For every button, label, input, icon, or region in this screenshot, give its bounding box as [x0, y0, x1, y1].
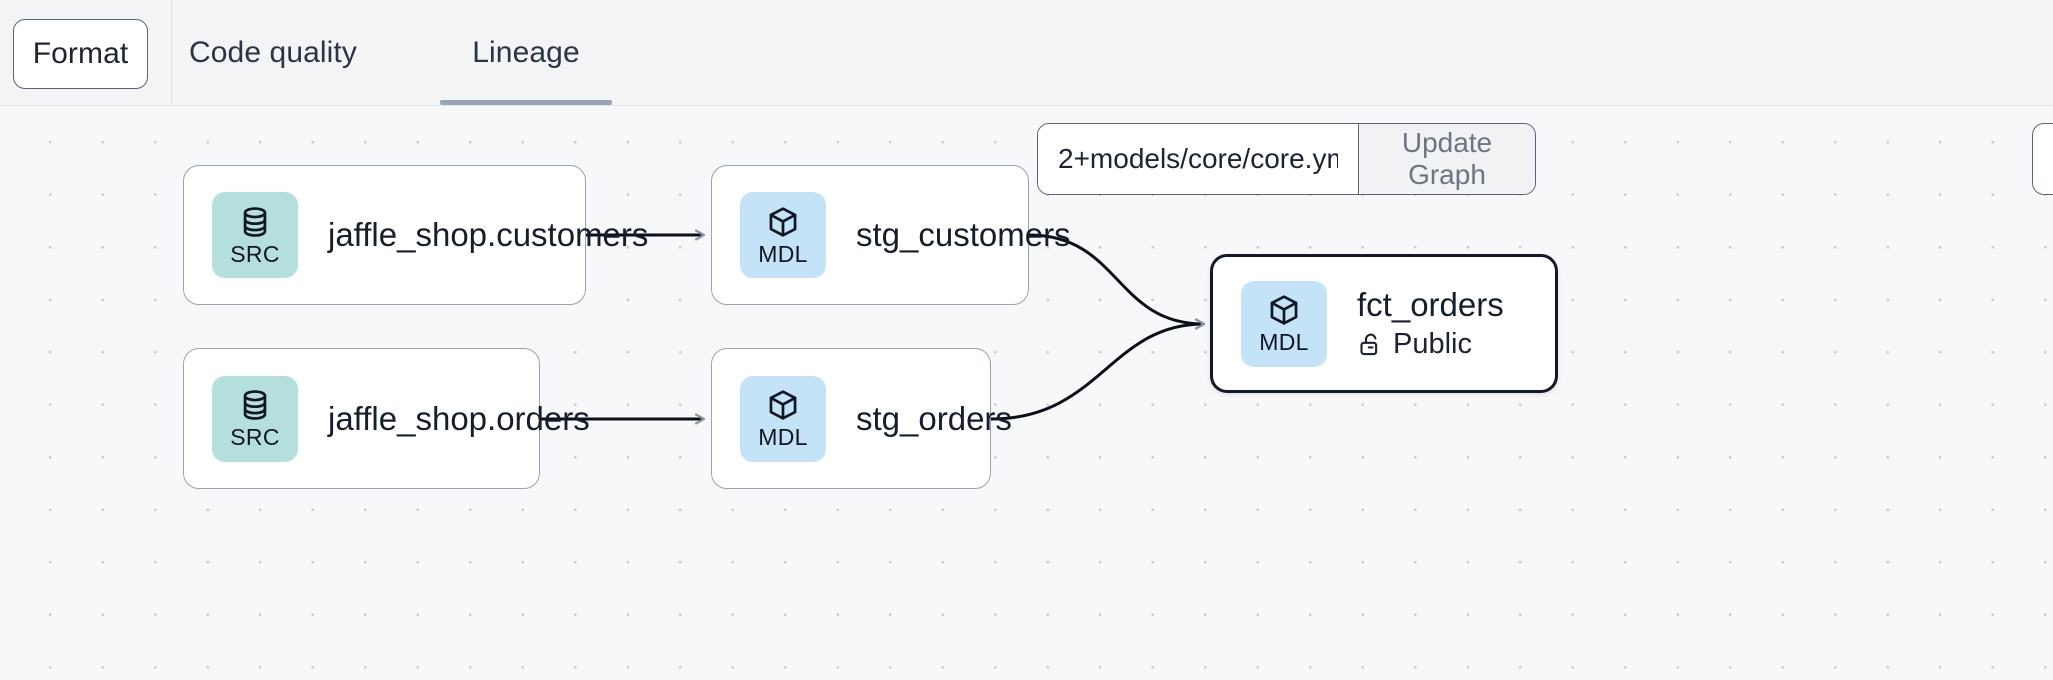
tab-code-quality[interactable]: Code quality: [184, 0, 362, 105]
cube-icon: [769, 390, 797, 420]
node-body: jaffle_shop.customers: [328, 216, 649, 254]
tab-active-underline: [440, 100, 612, 105]
node-title: stg_orders: [856, 399, 1012, 437]
node-badge-label: MDL: [758, 240, 808, 267]
node-title: stg_customers: [856, 216, 1071, 254]
node-title: jaffle_shop.orders: [328, 399, 590, 437]
node-body: stg_customers: [856, 216, 1071, 254]
node-access-label: Public: [1393, 327, 1472, 360]
lineage-node-fct-orders[interactable]: MDL fct_orders Public: [1210, 254, 1558, 393]
database-icon: [243, 206, 267, 237]
cube-icon: [1270, 295, 1298, 325]
node-body: fct_orders Public: [1357, 286, 1504, 361]
node-title: jaffle_shop.customers: [328, 216, 649, 254]
lineage-node-stg-orders[interactable]: MDL stg_orders: [711, 348, 1012, 489]
lineage-canvas[interactable]: SRC jaffle_shop.customers SRC jaffle_sho…: [0, 106, 2053, 680]
node-type-badge-mdl: MDL: [740, 375, 826, 462]
lineage-node-stg-customers[interactable]: MDL stg_customers: [711, 165, 1071, 305]
node-type-badge-mdl: MDL: [1241, 280, 1327, 367]
tab-code-quality-label: Code quality: [189, 35, 357, 69]
node-title: fct_orders: [1357, 286, 1504, 324]
lineage-node-src-customers[interactable]: SRC jaffle_shop.customers: [183, 165, 649, 305]
node-body: stg_orders: [856, 399, 1012, 438]
edge-stg-orders-to-fct-orders: [990, 324, 1204, 421]
node-body: jaffle_shop.orders: [328, 399, 590, 438]
graph-selector-toolbar: Update Graph: [1037, 123, 1536, 195]
format-button-container: Format: [0, 0, 172, 105]
lineage-side-control-stub[interactable]: [2032, 123, 2053, 195]
unlock-icon: [1360, 333, 1378, 356]
tab-lineage[interactable]: Lineage: [440, 0, 612, 105]
database-icon: [243, 390, 267, 420]
graph-selector-input[interactable]: [1038, 124, 1358, 194]
top-toolbar: Format Code quality Lineage: [0, 0, 2053, 106]
update-graph-button[interactable]: Update Graph: [1358, 124, 1535, 194]
lineage-node-src-orders[interactable]: SRC jaffle_shop.orders: [183, 348, 590, 489]
tab-lineage-label: Lineage: [472, 35, 580, 69]
node-badge-label: SRC: [230, 424, 280, 450]
format-button[interactable]: Format: [13, 19, 148, 89]
node-badge-label: MDL: [758, 424, 808, 450]
node-type-badge-src: SRC: [212, 192, 298, 278]
node-type-badge-mdl: MDL: [740, 192, 826, 278]
node-badge-label: MDL: [1259, 329, 1309, 355]
node-type-badge-src: SRC: [212, 375, 298, 462]
node-access-badge: Public: [1357, 328, 1504, 361]
cube-icon: [769, 206, 797, 237]
node-badge-label: SRC: [230, 240, 280, 267]
